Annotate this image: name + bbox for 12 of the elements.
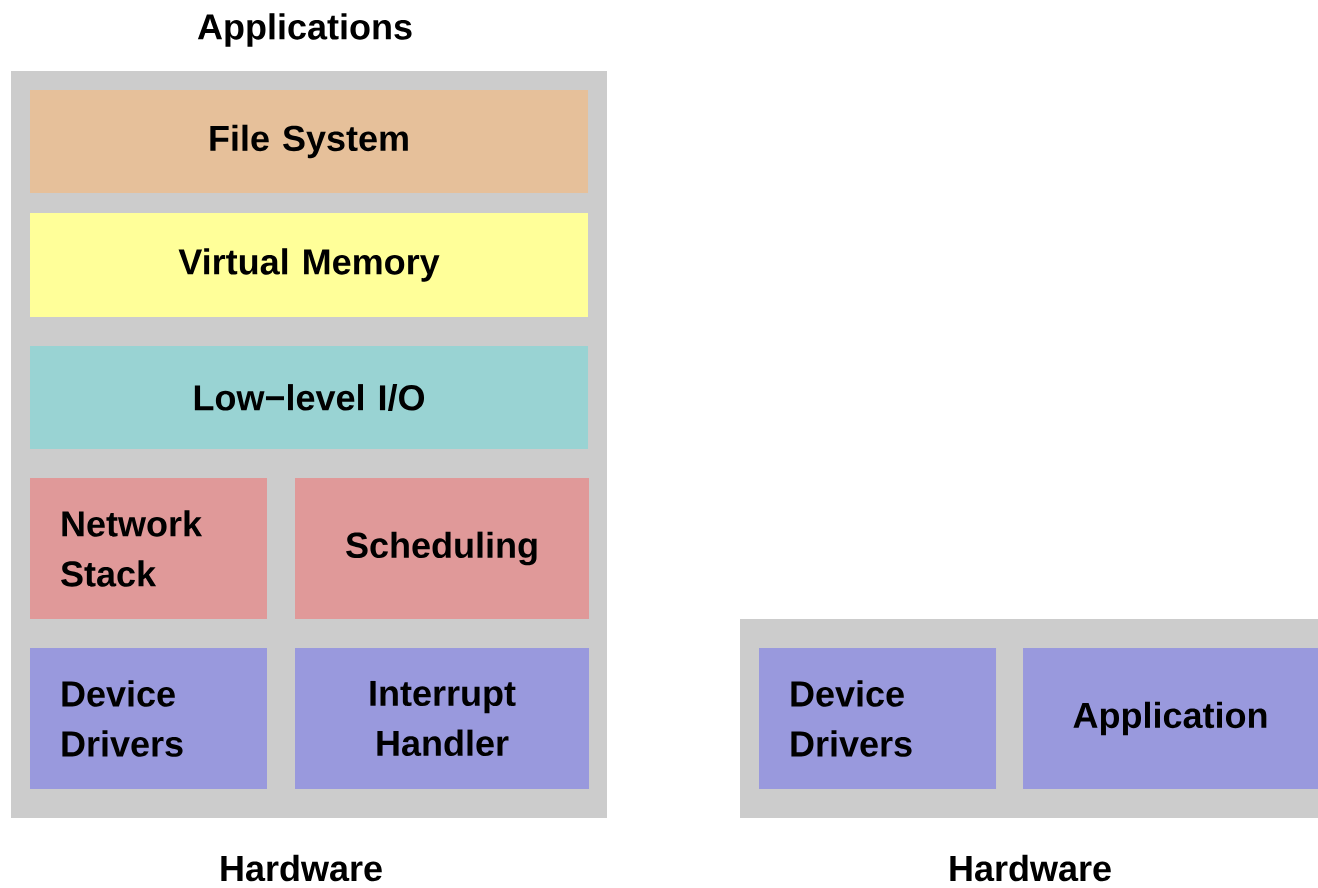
layer-box: Device Drivers	[30, 648, 267, 789]
layer-box: Scheduling	[295, 478, 589, 619]
layer-label: Applications	[197, 13, 412, 47]
layer-box: Application	[1023, 648, 1318, 789]
layer-label: Hardware	[950, 854, 1111, 882]
layer-box: File System	[30, 90, 588, 193]
layer-box: Device Drivers	[759, 648, 996, 789]
layer-box: Virtual Memory	[30, 213, 588, 317]
layer-box: Low−level I/O	[30, 346, 588, 449]
layer-box: Interrupt Handler	[295, 648, 589, 789]
layer-box: Network Stack	[30, 478, 267, 619]
layer-label: Hardware	[221, 854, 382, 882]
